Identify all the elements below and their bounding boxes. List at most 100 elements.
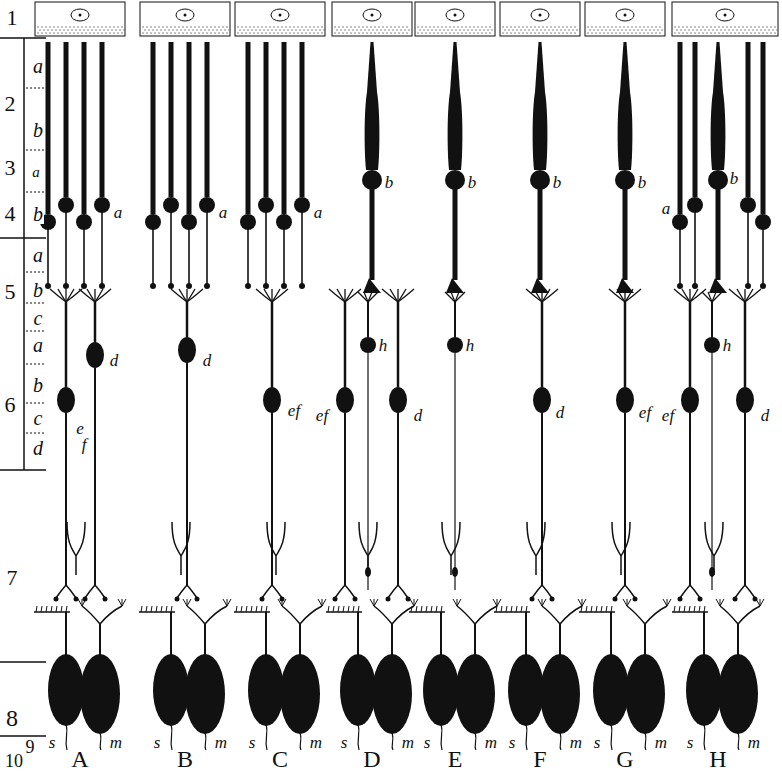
- bipolar-dendrite: [625, 289, 641, 302]
- cell-label: a: [113, 204, 124, 221]
- pigment-dot: [768, 29, 770, 31]
- bipolar-dendrite: [256, 289, 272, 302]
- terminal-knob: [353, 597, 358, 602]
- bipolar-axon: [541, 413, 543, 585]
- dendrite-twig: [760, 599, 764, 606]
- pigment-dot: [639, 26, 641, 28]
- pigment-dot: [621, 29, 623, 31]
- pigment-dot: [554, 32, 556, 34]
- pigment-dot: [766, 32, 768, 34]
- pigment-dot: [158, 32, 160, 34]
- pigment-dot: [249, 26, 251, 28]
- pigment-dot: [146, 26, 148, 28]
- pigment-dot: [71, 29, 73, 31]
- ganglion-dendrite: [34, 611, 70, 613]
- column-letter: B: [176, 747, 194, 771]
- pigment-dot: [301, 26, 303, 28]
- dendrite-twig: [151, 606, 152, 612]
- rod-outer-segment: [693, 42, 698, 197]
- ganglion-dendrite-stem: [559, 624, 561, 656]
- pigment-dot: [746, 32, 748, 34]
- pigment-dot: [386, 26, 388, 28]
- dendrite-twig: [51, 606, 52, 612]
- pigment-dot: [160, 29, 162, 31]
- ganglion-axon: [738, 732, 739, 750]
- pigment-dot: [241, 26, 243, 28]
- bipolar-dendrite-trunk: [624, 302, 627, 387]
- pigment-dot: [439, 29, 441, 31]
- pigment-dot: [382, 26, 384, 28]
- pigment-dot: [722, 26, 724, 28]
- ganglion-axon: [560, 732, 561, 750]
- rod-outer-segment: [46, 42, 51, 214]
- pigment-dot: [154, 26, 156, 28]
- pigment-dot: [451, 29, 453, 31]
- dendrite-twig: [66, 606, 67, 612]
- pigment-dot: [570, 32, 572, 34]
- cell-label: m: [309, 734, 323, 751]
- bipolar-dendrite: [171, 289, 187, 302]
- pigment-dot: [615, 32, 617, 34]
- pigment-dot: [702, 32, 704, 34]
- pigment-dot: [49, 26, 51, 28]
- pigment-dot: [57, 26, 59, 28]
- dendrite-twig: [679, 606, 680, 612]
- dendrite-twig: [261, 606, 262, 612]
- rod-outer-segment: [64, 42, 69, 197]
- pigment-dot: [344, 29, 346, 31]
- pigment-dot: [336, 29, 338, 31]
- pigment-dot: [285, 26, 287, 28]
- terminal-knob: [260, 597, 265, 602]
- amacrine-tuft: [612, 522, 630, 575]
- pigment-dot: [396, 29, 398, 31]
- pigment-dot: [526, 26, 528, 28]
- pigment-cell: [672, 2, 778, 36]
- sublayer-tick: [26, 272, 46, 273]
- pigment-dot: [350, 32, 352, 34]
- rod-spherule: [150, 283, 156, 289]
- ganglion-axon: [526, 724, 527, 750]
- pigment-dot: [607, 32, 609, 34]
- sublayer-letter: a: [32, 245, 44, 265]
- pigment-dot: [63, 29, 65, 31]
- pigment-dot: [613, 29, 615, 31]
- sublayer-tick: [26, 331, 46, 332]
- dendrite-twig: [410, 599, 414, 606]
- pigment-dot: [218, 32, 220, 34]
- bipolar-dendrite: [95, 289, 103, 302]
- pigment-nucleus: [176, 9, 194, 21]
- dendrite-twig: [370, 599, 374, 606]
- pigment-dot: [546, 32, 548, 34]
- pigment-cell: [140, 2, 230, 36]
- cell-label: s: [340, 734, 349, 751]
- rod-spherule: [760, 283, 766, 289]
- pigment-dot: [289, 32, 291, 34]
- dendrite-twig: [171, 606, 172, 612]
- bipolar-dendrite: [50, 289, 66, 302]
- rod-spherule: [45, 283, 51, 289]
- bipolar-terminal: [85, 585, 105, 598]
- pigment-dot: [528, 29, 530, 31]
- pigment-dot: [647, 26, 649, 28]
- pigment-dot: [93, 26, 95, 28]
- rod-spherule: [263, 283, 269, 289]
- pigment-dot: [595, 26, 597, 28]
- cone-outer-segment: [620, 42, 630, 92]
- pigment-dot: [340, 29, 342, 31]
- dendrite-twig: [338, 606, 339, 612]
- pigment-nucleolus: [279, 14, 282, 17]
- bipolar-terminal: [177, 585, 197, 598]
- rod-outer-segment: [100, 42, 105, 197]
- dendrite-twig: [506, 606, 507, 612]
- pigment-dot: [774, 32, 776, 34]
- scale-axis: [23, 38, 25, 470]
- pigment-dot: [534, 32, 536, 34]
- pigment-dot: [706, 26, 708, 28]
- dendrite-twig: [699, 606, 700, 612]
- rod-spherule: [281, 283, 287, 289]
- pigment-dot: [311, 29, 313, 31]
- pigment-dot: [732, 29, 734, 31]
- cell-label: b: [467, 174, 478, 191]
- pigment-dot: [431, 29, 433, 31]
- pigment-dot: [708, 29, 710, 31]
